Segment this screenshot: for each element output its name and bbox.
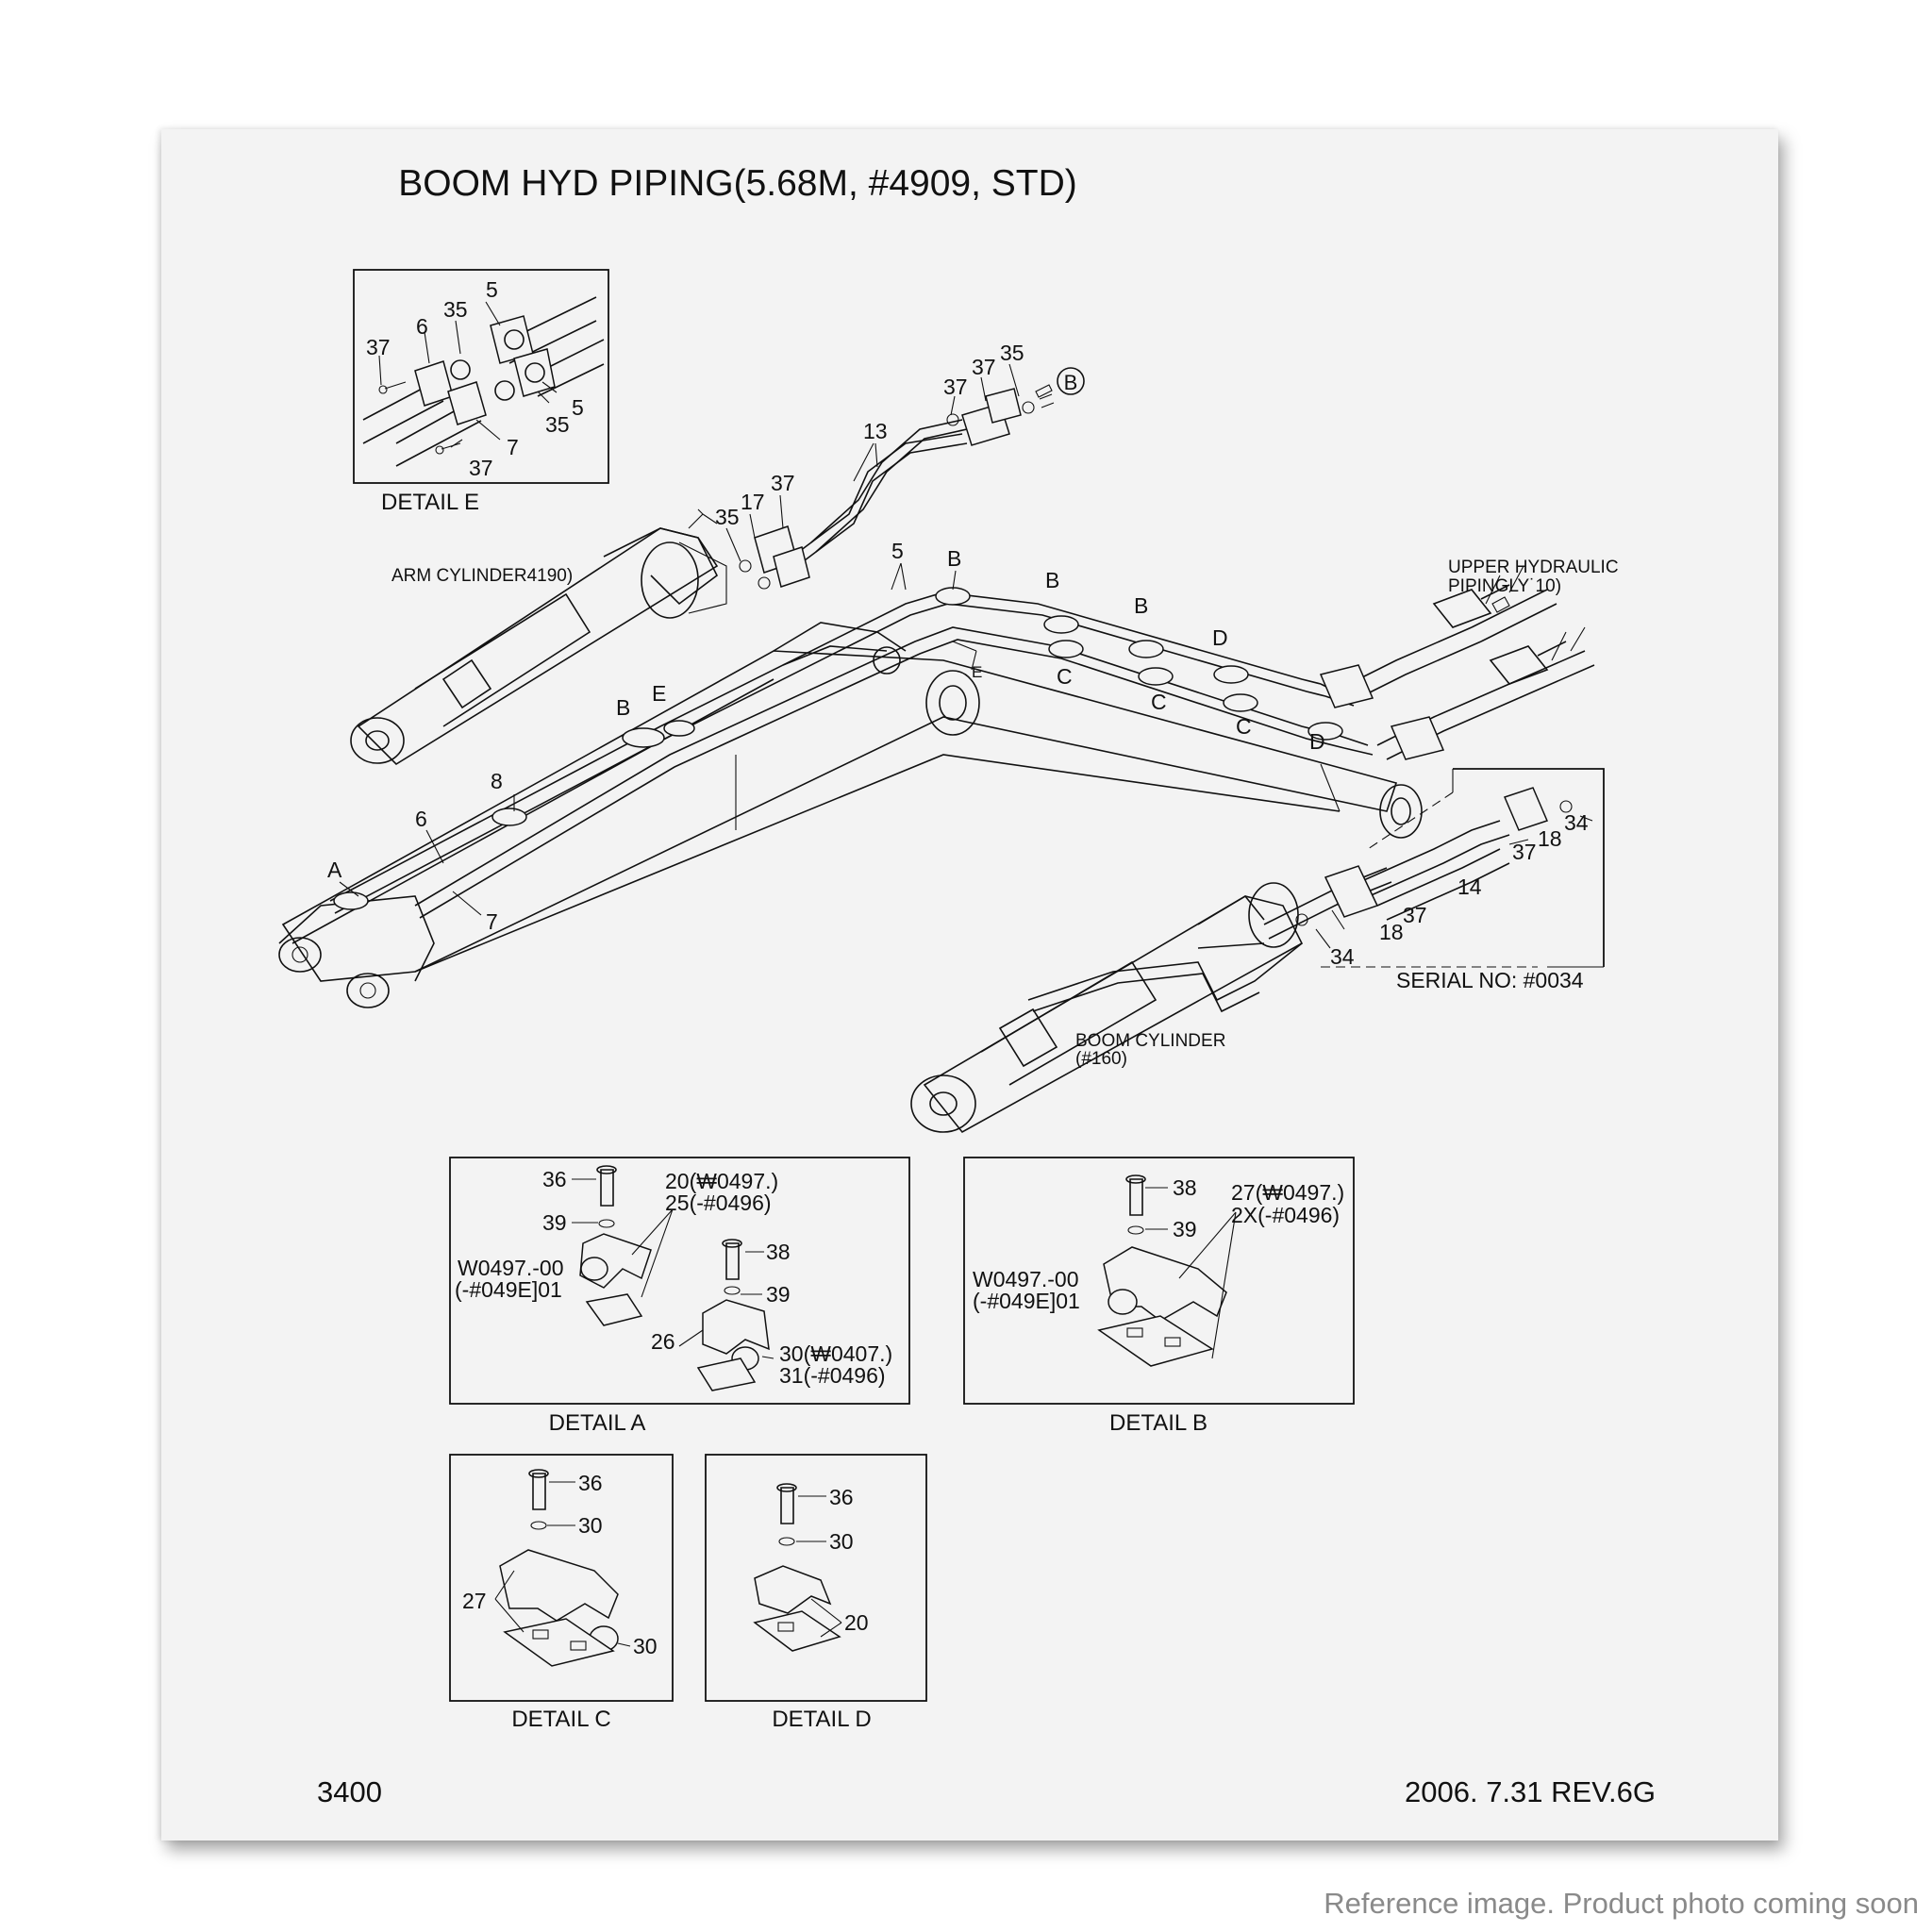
svg-text:2X(-#0496): 2X(-#0496): [1231, 1203, 1340, 1227]
svg-text:D: D: [1309, 729, 1325, 754]
svg-text:B: B: [1064, 371, 1078, 394]
svg-text:6: 6: [416, 314, 428, 339]
svg-text:39: 39: [542, 1210, 567, 1235]
svg-text:E: E: [652, 681, 666, 706]
svg-text:38: 38: [1173, 1175, 1197, 1200]
svg-text:30: 30: [829, 1529, 854, 1554]
revision-date: 2006. 7.31 REV.6G: [1405, 1775, 1656, 1808]
svg-text:7: 7: [486, 909, 498, 934]
svg-text:30(₩0407.): 30(₩0407.): [779, 1341, 892, 1366]
detail-e-caption: DETAIL E: [381, 490, 479, 515]
svg-text:18: 18: [1379, 920, 1404, 944]
svg-text:17: 17: [741, 490, 765, 514]
svg-text:B: B: [947, 546, 961, 571]
svg-text:34: 34: [1330, 944, 1355, 969]
svg-text:25(-#0496): 25(-#0496): [665, 1191, 772, 1215]
svg-text:37: 37: [1403, 903, 1427, 927]
svg-text:36: 36: [578, 1471, 603, 1495]
svg-text:37: 37: [1512, 840, 1537, 864]
svg-text:PIPINGLY˙10): PIPINGLY˙10): [1448, 576, 1561, 596]
svg-text:20: 20: [844, 1610, 869, 1635]
svg-text:C: C: [1151, 690, 1167, 714]
svg-text:39: 39: [766, 1282, 791, 1307]
svg-text:35: 35: [443, 297, 468, 322]
annotations: ARM CYLINDER4190) UPPER HYDRAULIC PIPING…: [391, 558, 1619, 1069]
svg-text:37: 37: [943, 375, 968, 399]
circle-b-marker: B: [1035, 367, 1085, 398]
svg-text:27: 27: [462, 1589, 487, 1613]
svg-text:C: C: [1236, 714, 1252, 739]
svg-text:36: 36: [542, 1167, 567, 1191]
detail-b: 38 27(₩0497.) 2X(-#0496) 39 W0497.-00 (-…: [963, 1157, 1355, 1436]
svg-text:(#160): (#160): [1075, 1049, 1127, 1069]
serial-box: [1295, 768, 1605, 968]
detail-c-caption: DETAIL C: [511, 1707, 610, 1732]
detail-d-caption: DETAIL D: [772, 1707, 871, 1732]
svg-text:5: 5: [486, 277, 498, 302]
svg-text:30: 30: [578, 1513, 603, 1538]
detail-b-caption: DETAIL B: [1109, 1410, 1208, 1436]
svg-text:5: 5: [572, 395, 584, 420]
diagram-title: BOOM HYD PIPING(5.68M, #4909, STD): [398, 163, 1077, 204]
svg-text:14: 14: [1457, 874, 1482, 899]
svg-text:UPPER HYDRAULIC: UPPER HYDRAULIC: [1448, 558, 1619, 577]
svg-text:36: 36: [829, 1485, 854, 1509]
svg-text:35: 35: [545, 412, 570, 437]
svg-text:ARM CYLINDER4190): ARM CYLINDER4190): [391, 566, 573, 586]
svg-text:5: 5: [891, 539, 904, 563]
detail-a-caption: DETAIL A: [549, 1410, 646, 1436]
detail-c: 36 30 27 30 DETAIL C: [449, 1454, 674, 1732]
svg-text:35: 35: [715, 505, 740, 529]
svg-text:39: 39: [1173, 1217, 1197, 1241]
svg-text:37: 37: [469, 456, 493, 480]
svg-text:26: 26: [651, 1329, 675, 1354]
svg-text:27(₩0497.): 27(₩0497.): [1231, 1180, 1344, 1205]
svg-text:35: 35: [1000, 341, 1024, 365]
svg-text:6: 6: [415, 807, 427, 831]
boom-assembly: [278, 388, 1595, 1134]
svg-text:BOOM CYLINDER: BOOM CYLINDER: [1075, 1031, 1225, 1051]
svg-text:38: 38: [766, 1240, 791, 1264]
detail-a: 36 20(₩0497.) 25(-#0496) 39 W0497.-00 (-…: [449, 1157, 910, 1436]
svg-text:37: 37: [771, 471, 795, 495]
svg-text:20(₩0497.): 20(₩0497.): [665, 1169, 778, 1193]
svg-text:A: A: [327, 858, 342, 882]
serial-callouts: 34 18 37 14 37 18 34: [1330, 810, 1589, 969]
svg-text:C: C: [1057, 664, 1073, 689]
svg-text:(-#049E]01: (-#049E]01: [455, 1277, 562, 1302]
svg-text:7: 7: [507, 435, 519, 459]
svg-text:37: 37: [972, 355, 996, 379]
reference-notice: Reference image. Product photo coming so…: [1324, 1887, 1919, 1920]
svg-text:W0497.-00: W0497.-00: [458, 1256, 564, 1280]
svg-text:30: 30: [633, 1634, 658, 1658]
svg-text:B: B: [1045, 568, 1059, 592]
svg-text:37: 37: [366, 335, 391, 359]
svg-text:D: D: [1212, 625, 1228, 650]
svg-text:B: B: [616, 695, 630, 720]
main-callouts: 37 37 35 13 35 17 37 5 B B B D E C C C D…: [327, 341, 1325, 934]
serial-label: SERIAL NO: #0034: [1396, 968, 1584, 992]
svg-text:8: 8: [491, 769, 503, 793]
svg-text:W0497.-00: W0497.-00: [973, 1267, 1079, 1291]
svg-text:B: B: [1134, 593, 1148, 618]
page-number: 3400: [317, 1775, 382, 1808]
detail-d: 36 30 20 DETAIL D: [705, 1454, 927, 1732]
svg-text:31(-#0496): 31(-#0496): [779, 1363, 886, 1388]
svg-text:34: 34: [1564, 810, 1589, 835]
svg-text:18: 18: [1538, 826, 1562, 851]
svg-text:13: 13: [863, 419, 888, 443]
detail-e: 5 6 35 37 5 35 7 37 DETAIL E: [353, 269, 609, 515]
svg-text:(-#049E]01: (-#049E]01: [973, 1289, 1080, 1313]
svg-text:E: E: [972, 663, 982, 681]
